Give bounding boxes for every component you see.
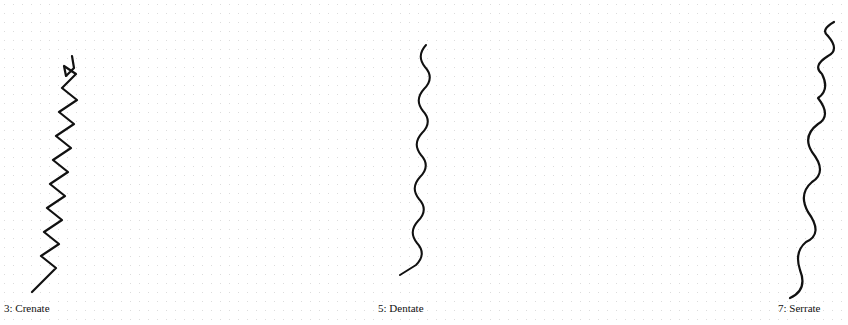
serrate-margin bbox=[790, 22, 834, 298]
margin-caption: 3: Crenate bbox=[4, 302, 50, 315]
margin-caption: 5: Dentate bbox=[378, 302, 424, 315]
margin-caption: 7: Serrate bbox=[778, 302, 820, 315]
crenate-margin bbox=[32, 56, 77, 292]
dentate-margin bbox=[400, 45, 430, 275]
